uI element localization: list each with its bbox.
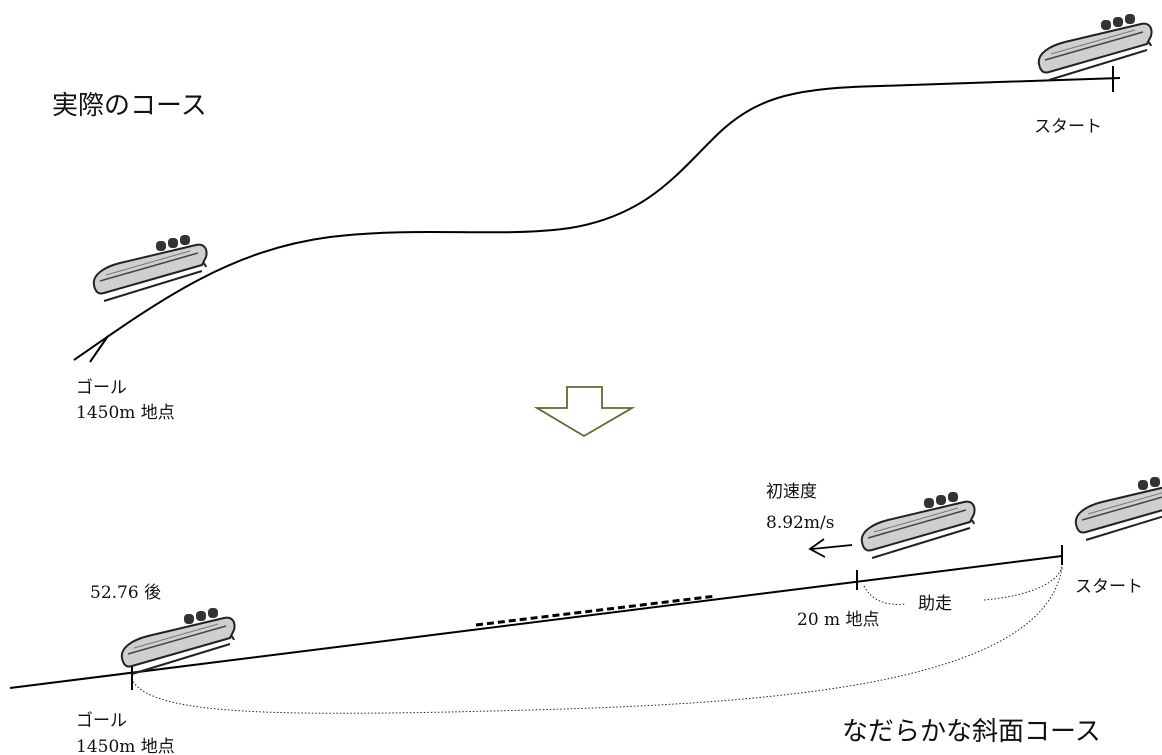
elapsed-time-label: 52.76 後 [90, 583, 161, 603]
down-arrow-icon [533, 386, 636, 438]
top-goal-label: ゴール [76, 377, 127, 398]
top-start-label: スタート [1034, 117, 1102, 137]
point-20m-label: 20 m 地点 [797, 610, 880, 630]
bobsled-icon [1074, 473, 1162, 541]
bottom-goal-distance: 1450m 地点 [76, 737, 175, 755]
run-up-label: 助走 [918, 594, 952, 614]
top-goal-tick [89, 335, 109, 363]
top-goal-distance: 1450m 地点 [76, 403, 175, 423]
bottom-course-title: なだらかな斜面コース [842, 717, 1101, 747]
slope-dashed-segment [475, 594, 717, 627]
bottom-goal-label: ゴール [76, 710, 127, 731]
bobsled-icon [120, 607, 236, 675]
initial-speed-label: 初速度 [766, 482, 817, 502]
actual-course-line [73, 77, 1121, 361]
left-arrow-icon [808, 538, 853, 558]
run-up-curve [863, 565, 1063, 605]
bobsled-icon [92, 234, 208, 302]
bobsled-icon [1037, 13, 1153, 81]
initial-speed-value: 8.92m/s [766, 513, 834, 533]
top-course-title: 実際のコース [52, 91, 207, 121]
bobsled-icon [860, 491, 976, 559]
course-length-curve [131, 567, 1063, 714]
gentle-slope-line [9, 555, 1063, 689]
bottom-start-label: スタート [1075, 577, 1143, 597]
